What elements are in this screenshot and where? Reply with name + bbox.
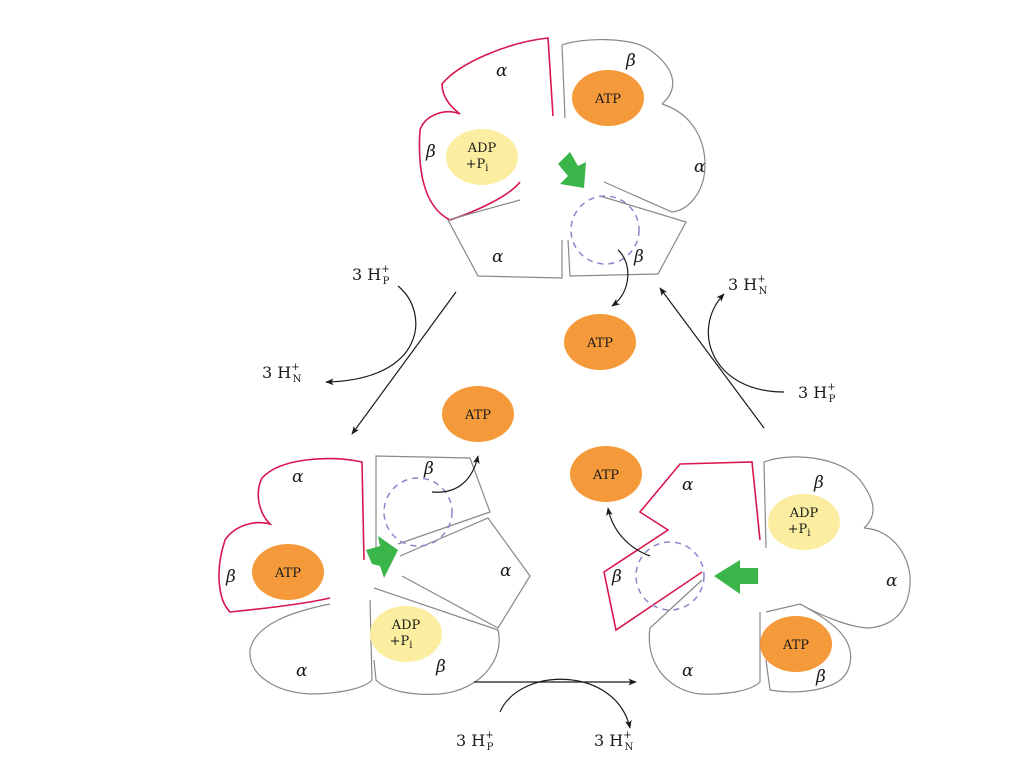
bl-alpha-label-1: α: [292, 467, 304, 487]
transition-bottom-right-to-top: 3 H+N 3 H+P: [659, 274, 836, 429]
top-open-subunit-outline: [418, 37, 554, 221]
top-beta-label-3: β: [633, 247, 644, 267]
br-adp-pi-molecule: [768, 494, 840, 550]
transition-bottom-left-to-bottom-right: 3 H+P 3 H+N: [456, 678, 637, 753]
br-beta-label-3: β: [815, 667, 826, 687]
released-atp-left: ATP: [442, 386, 514, 442]
top-alpha-label-1: α: [496, 61, 508, 81]
top-beta-empty-subunit: [567, 195, 687, 277]
bl-beta-label-1: β: [423, 459, 434, 479]
br-atp-release-arrow: [606, 507, 651, 557]
proton-n-label-bottom: 3 H+N: [594, 730, 634, 753]
transition-top-to-bottom-left: 3 H+P 3 H+N: [262, 264, 457, 435]
top-alpha-bottom-subunit: [447, 199, 563, 279]
proton-n-label-left: 3 H+N: [262, 362, 302, 385]
released-atp-top: ATP: [564, 314, 636, 370]
proton-flow-arrow-bottom: [499, 678, 632, 729]
bl-open-subunit-outline: [218, 457, 365, 613]
bl-green-rotation-arrow: [366, 536, 398, 578]
top-beta-label-2: β: [425, 142, 436, 162]
top-adp-label: ADP: [467, 141, 497, 156]
svg-text:ATP: ATP: [586, 336, 613, 351]
top-beta-atp-subunit: [561, 39, 674, 119]
top-empty-binding-site: [570, 195, 640, 265]
br-beta-label-1: β: [813, 473, 824, 493]
transition-arrow-left: [351, 291, 457, 435]
proton-p-label-left: 3 H+P: [352, 264, 390, 287]
bl-atp-molecule: [252, 544, 324, 600]
bl-beta-adp-subunit: [373, 587, 500, 695]
transition-arrow-right: [659, 287, 765, 429]
top-adp-pi-molecule: [446, 129, 518, 185]
br-atp-label: ATP: [782, 638, 809, 653]
br-alpha-label-3: α: [682, 661, 694, 681]
top-atp-molecule: [572, 70, 644, 126]
proton-p-label-right: 3 H+P: [798, 382, 836, 405]
bl-adp-label: ADP: [391, 618, 421, 633]
br-alpha-label-1: α: [682, 475, 694, 495]
svg-text:ATP: ATP: [464, 408, 491, 423]
bl-atp-label: ATP: [274, 566, 301, 581]
bl-alpha-label-2: α: [500, 561, 512, 581]
svg-text:ATP: ATP: [592, 468, 619, 483]
bl-beta-label-3: β: [435, 657, 446, 677]
top-green-rotation-arrow: [558, 152, 586, 188]
bl-alpha-label-3: α: [296, 661, 308, 681]
br-alpha-right-subunit: [799, 527, 911, 629]
br-alpha-bottom-subunit: [648, 579, 761, 695]
top-beta-label-1: β: [625, 51, 636, 71]
br-empty-binding-site: [635, 541, 705, 611]
top-f1-head: ATP ADP +Pi α β β α α β: [418, 37, 706, 307]
top-alpha-label-3: α: [492, 247, 504, 267]
proton-n-label-right: 3 H+N: [728, 274, 768, 297]
bl-alpha-bottom-subunit: [249, 599, 373, 695]
br-alpha-label-2: α: [886, 571, 898, 591]
top-atp-label: ATP: [594, 92, 621, 107]
top-atp-release-arrow: [611, 249, 629, 307]
bl-empty-binding-site: [383, 477, 453, 547]
bl-adp-pi-molecule: [370, 606, 442, 662]
br-open-subunit-outline: [603, 461, 761, 632]
br-beta-atp-subunit: [765, 603, 852, 693]
br-green-rotation-arrow: [714, 560, 758, 594]
proton-p-label-bottom: 3 H+P: [456, 730, 494, 753]
br-beta-label-2: β: [611, 567, 622, 587]
br-atp-molecule: [760, 616, 832, 672]
proton-flow-arrow-right: [707, 293, 785, 393]
bl-pi-label: +Pi: [390, 634, 413, 651]
top-alpha-right-subunit: [603, 103, 706, 213]
bottom-right-f1-head: ADP +Pi ATP α β β α α β: [603, 456, 911, 695]
bl-beta-label-2: β: [225, 567, 236, 587]
released-atp-right: ATP: [570, 446, 642, 502]
bl-atp-release-arrow: [431, 455, 480, 493]
br-adp-label: ADP: [789, 506, 819, 521]
br-pi-label: +Pi: [788, 522, 811, 539]
bl-beta-empty-subunit: [375, 455, 491, 548]
bottom-left-f1-head: ATP ADP +Pi α β β α α β: [218, 455, 531, 695]
bl-alpha-right-subunit: [399, 517, 531, 629]
br-beta-adp-subunit: [763, 456, 874, 549]
top-alpha-label-2: α: [694, 157, 706, 177]
proton-flow-arrow-left: [325, 285, 417, 386]
top-pi-label: +Pi: [466, 157, 489, 174]
